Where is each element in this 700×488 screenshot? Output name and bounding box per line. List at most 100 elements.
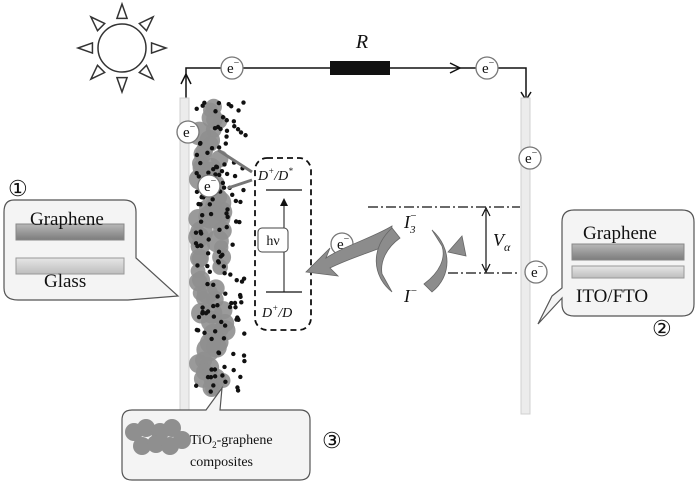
graphene-dot [205, 309, 211, 314]
graphene-dot [217, 172, 222, 178]
graphene-dot [241, 276, 247, 281]
graphene-dot [220, 180, 226, 186]
sun-ray [115, 76, 129, 95]
graphene-dot [222, 162, 227, 167]
electron-markers: e−e−e−e−e−e−e− [176, 56, 548, 284]
voltage-main: V [493, 230, 506, 250]
graphene-dot [224, 171, 230, 177]
graphene-dot [235, 127, 241, 132]
panel-bottom-sub: 2 [212, 440, 217, 450]
graphene-dot [217, 227, 222, 233]
graphene-dot [234, 277, 239, 283]
graphene-dot [194, 152, 200, 158]
wire-arrow-left [180, 72, 192, 85]
graphene-dot [198, 243, 203, 248]
graphene-dot [225, 207, 230, 212]
graphene-dot [205, 374, 211, 380]
composite-particle [191, 250, 208, 267]
graphene-dot [243, 133, 248, 138]
dye-level-box [254, 157, 312, 331]
voltage-arrow-up [481, 206, 491, 217]
graphene-dot [239, 300, 244, 305]
electron-letter: e [482, 61, 489, 77]
voltage-sub: α [504, 240, 511, 254]
graphene-dot [221, 264, 227, 269]
graphene-dot [235, 385, 240, 390]
resistor [330, 61, 390, 75]
graphene-dot [195, 263, 200, 268]
composite-particle [206, 336, 227, 358]
electron-wire-right: e− [475, 56, 499, 80]
panel-left-glass-layer [15, 257, 125, 275]
electron-charge: − [190, 122, 196, 133]
graphene-dot [211, 314, 217, 319]
graphene-dot [237, 219, 242, 225]
graphene-dot [232, 300, 238, 306]
graphene-dot [206, 170, 211, 175]
panel-bottom-tio: TiO [190, 433, 212, 448]
electron-letter: e [337, 237, 344, 253]
electron-text: e− [183, 122, 196, 141]
electron-circle [524, 260, 548, 284]
graphene-dot [209, 367, 214, 372]
graphene-dot [199, 212, 205, 218]
voltage-label: Vα [493, 230, 511, 254]
graphene-dot [232, 124, 237, 129]
graphene-dot [242, 331, 247, 336]
graphene-dot [241, 100, 246, 105]
graphene-dot [214, 165, 220, 170]
composite-legend-particle [133, 437, 151, 455]
photoanode-electrode [179, 97, 190, 415]
graphene-dot [215, 303, 220, 308]
graphene-dot [225, 214, 230, 220]
graphene-dot [194, 170, 199, 176]
graphene-dot [211, 282, 216, 288]
graphene-dot [200, 309, 205, 315]
graphene-dot [198, 219, 204, 224]
electron-text: e− [204, 176, 217, 195]
dye-excited-sup-b: * [288, 166, 293, 176]
graphene-dot [231, 119, 237, 124]
iodide-sup: − [410, 285, 417, 297]
panel-bottom-line1: TiO2-graphene [190, 433, 273, 450]
circuit-wire [185, 67, 527, 100]
electron-charge: − [538, 262, 544, 273]
electron-circle [475, 56, 499, 80]
graphene-dot [212, 367, 218, 372]
graphene-dot [230, 192, 235, 197]
graphene-dot [224, 211, 229, 216]
photon-label-box [257, 227, 289, 253]
sun-ray [138, 64, 155, 81]
iodide-label: I− [403, 285, 417, 306]
graphene-dot [241, 187, 246, 193]
graphene-dot [213, 172, 218, 177]
panel-right-index: ② [652, 316, 672, 341]
graphene-dot [202, 330, 207, 336]
graphene-dot [200, 305, 205, 310]
tio2-graphene-composite [187, 98, 248, 398]
electron-circle [220, 56, 244, 80]
iodide-main: I [403, 286, 411, 306]
electron-circle [518, 146, 542, 170]
graphene-dot [209, 145, 215, 151]
electron-text: e− [531, 262, 544, 281]
graphene-dot [215, 294, 220, 299]
electron-text: e− [482, 58, 495, 77]
graphene-dot [224, 134, 229, 139]
sun-ray [138, 15, 155, 32]
electron-circle [176, 120, 200, 144]
electron-charge: − [234, 58, 240, 69]
sun-ray [75, 41, 94, 55]
graphene-dot [220, 373, 225, 378]
graphene-dot [207, 202, 213, 207]
graphene-dot [233, 198, 239, 204]
graphene-dot [224, 118, 229, 123]
graphene-dot [196, 174, 202, 179]
electron-circle [197, 174, 221, 198]
panel-bottom-callout [121, 385, 311, 481]
dye-ground-label: D+/D [261, 303, 292, 321]
panel-bottom-line2: composites [190, 455, 253, 470]
regeneration-arrow [305, 225, 393, 277]
graphene-dot [212, 126, 218, 131]
composite-legend-particle [147, 435, 165, 453]
